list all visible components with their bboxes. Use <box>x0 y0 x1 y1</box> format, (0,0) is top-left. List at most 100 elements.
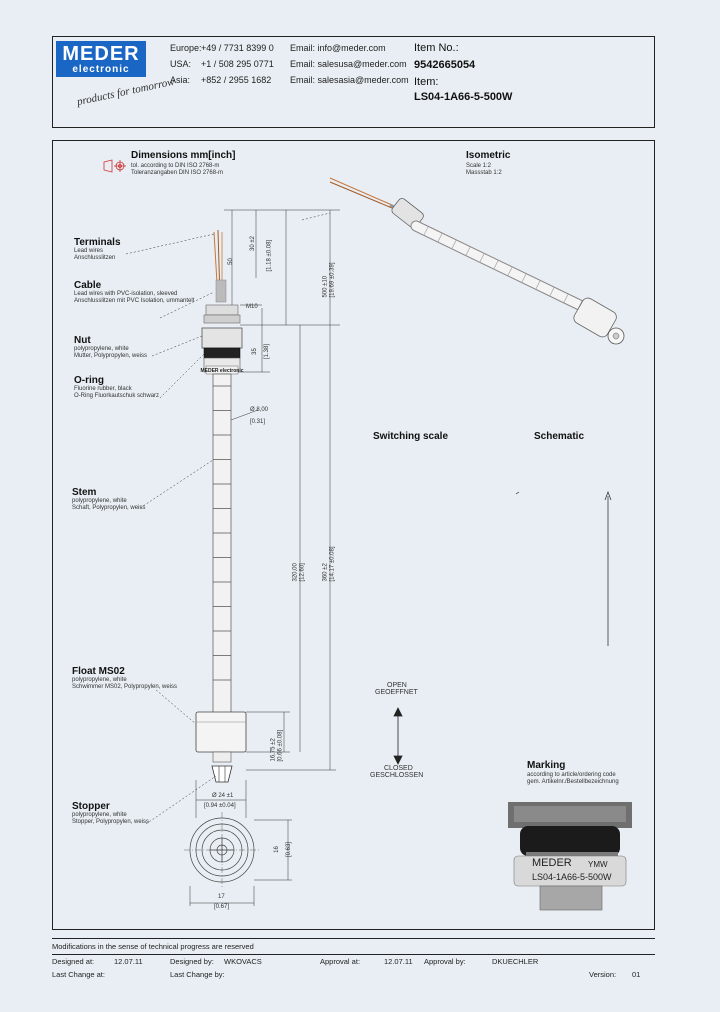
section-sub1: polypropylene, white <box>74 346 129 352</box>
isometric-ring <box>535 280 541 289</box>
isometric-ring <box>507 267 513 276</box>
section-stem: Stem polypropylene, white Schaft, Polypr… <box>72 487 145 512</box>
isometric-sub2: Massstab 1:2 <box>466 170 502 176</box>
isometric-ring <box>521 273 527 283</box>
dim-16-inch: [0.63] <box>286 841 293 858</box>
logo-subtext: electronic <box>72 64 130 75</box>
float-shape <box>195 711 247 783</box>
section-sub2: Anschlusslitzen <box>74 255 116 261</box>
projection-symbol-icon <box>103 159 126 173</box>
dim-d24-inch: [0.94 ±0.04] <box>204 803 236 809</box>
section-title: Cable <box>74 280 102 291</box>
section-sub2: Anschlusslitzen mit PVC Isolation, umman… <box>74 298 195 304</box>
section-sub2: Stopper, Polypropylen, weiss <box>72 819 150 825</box>
meder-logo: MEDER electronic <box>56 41 146 77</box>
section-sub2: O-Ring Fluorkautschuk schwarz <box>74 393 160 399</box>
item-value: LS04-1A66-5-500W <box>414 91 513 103</box>
section-title: Stopper <box>72 801 110 812</box>
dim-360: 360 ±2 <box>322 563 329 582</box>
dim-30: 30 ±2 <box>249 236 256 251</box>
section-sub2: Schaft, Polypropylen, weiss <box>72 505 146 511</box>
dim-d24: Ø 24 ±1 <box>212 793 234 799</box>
last-change-at-label: Last Change at: <box>52 970 105 979</box>
contact-europe-phone: +49 / 7731 8399 0 <box>201 43 274 53</box>
closed-label: CLOSED <box>384 765 413 772</box>
marking-photo <box>508 802 632 911</box>
section-cable: Cable Lead wires with PVC-isolation, sle… <box>74 280 194 305</box>
section-float: Float MS02 polypropylene, white Schwimme… <box>72 666 177 691</box>
version-value: 01 <box>632 970 641 979</box>
section-sub1: polypropylene, white <box>72 498 127 504</box>
bottom-view <box>184 812 260 888</box>
isometric-ring <box>563 294 569 303</box>
open-label: OPEN <box>387 682 407 689</box>
section-nut: Nut polypropylene, white Mutter, Polypro… <box>74 335 147 360</box>
dim-50: 50 <box>227 258 234 265</box>
marking-sub2: gem. Artikelnr./Bestellbezeichnung <box>527 779 619 785</box>
marking-title: Marking <box>527 760 566 771</box>
switching-scale-title: Switching scale <box>373 431 449 442</box>
stem-shape <box>212 373 232 715</box>
dimension-lines <box>189 209 340 906</box>
contact-usa-region: USA: <box>170 59 192 69</box>
marking-text-meder: MEDER <box>532 857 572 869</box>
contact-usa-email[interactable]: Email: salesusa@meder.com <box>290 59 407 69</box>
section-sub1: polypropylene, white <box>72 677 127 683</box>
section-oring: O-ring Fluorine rubber, black O-Ring Flu… <box>74 375 159 400</box>
isometric-ring <box>549 287 555 296</box>
approval-by-label: Approval by: <box>424 957 466 966</box>
marking-text-item: LS04-1A66-5-500W <box>532 872 612 882</box>
contact-europe-email[interactable]: Email: info@meder.com <box>290 43 386 53</box>
section-terminals: Terminals Lead wires Anschlusslitzen <box>74 237 121 262</box>
dim-500: 500 ±10 <box>322 275 329 298</box>
contact-asia-phone: +852 / 2955 1682 <box>201 75 272 85</box>
isometric-view <box>329 177 625 345</box>
approval-at-value: 12.07.11 <box>384 957 413 966</box>
dim-320: 320,00 <box>292 563 299 582</box>
closed-label-de: GESCHLOSSEN <box>370 772 424 779</box>
approval-at-label: Approval at: <box>320 957 361 966</box>
isometric-rings <box>423 226 583 310</box>
isometric-ring <box>451 240 457 249</box>
contact-asia-region: Asia: <box>170 75 191 85</box>
dim-360-inch: [14.17 ±0.08] <box>329 546 336 582</box>
dim-16: 16 <box>273 846 280 853</box>
dim-30-inch: [1.18 ±0.08] <box>266 239 273 272</box>
footer-divider-2 <box>52 954 655 955</box>
drawing-frame <box>52 140 655 930</box>
isometric-title: Isometric <box>466 150 511 161</box>
svg-text:MEDER electronic: MEDER electronic <box>200 368 243 374</box>
version-label: Version: <box>589 970 617 979</box>
nut-shape: MEDER electronic <box>200 304 244 375</box>
isometric-ring <box>465 247 471 256</box>
contact-europe-region: Europe: <box>170 43 202 53</box>
last-change-by-label: Last Change by: <box>170 970 225 979</box>
schematic-title: Schematic <box>534 431 585 442</box>
section-sub1: polypropylene, white <box>72 812 127 818</box>
dimensions-title: Dimensions mm[inch] <box>131 150 236 161</box>
dim-17-inch: [0.67] <box>214 904 230 910</box>
item-no-value: 9542665054 <box>414 59 476 71</box>
contact-asia-email[interactable]: Email: salesasia@meder.com <box>290 75 409 85</box>
item-no-label: Item No.: <box>414 42 459 54</box>
designed-at-label: Designed at: <box>52 957 95 966</box>
dim-d8-inch: [0.31] <box>250 419 266 425</box>
schematic-symbol <box>515 491 612 646</box>
dim-500-inch: [19.69 ±0.39] <box>329 262 336 298</box>
contact-usa-phone: +1 / 508 295 0771 <box>201 59 274 69</box>
dim-320-inch: [12.60] <box>299 563 306 582</box>
section-sub1: Fluorine rubber, black <box>74 386 132 392</box>
section-sub1: Lead wires with PVC-isolation, sleeved <box>74 291 178 297</box>
designed-by-label: Designed by: <box>170 957 214 966</box>
isometric-ring <box>423 226 429 236</box>
isometric-sub1: Scale 1:2 <box>466 163 492 169</box>
section-title: Stem <box>72 487 97 498</box>
section-title: O-ring <box>74 375 104 386</box>
dimensions-sub1: tol. according to DIN ISO 2768-m <box>131 163 220 169</box>
section-title: Float MS02 <box>72 666 125 677</box>
header-frame <box>52 36 655 128</box>
switching-scale <box>393 707 403 765</box>
leader-lines <box>125 212 331 825</box>
section-sub2: Schwimmer MS02, Polypropylen, weiss <box>72 684 178 690</box>
